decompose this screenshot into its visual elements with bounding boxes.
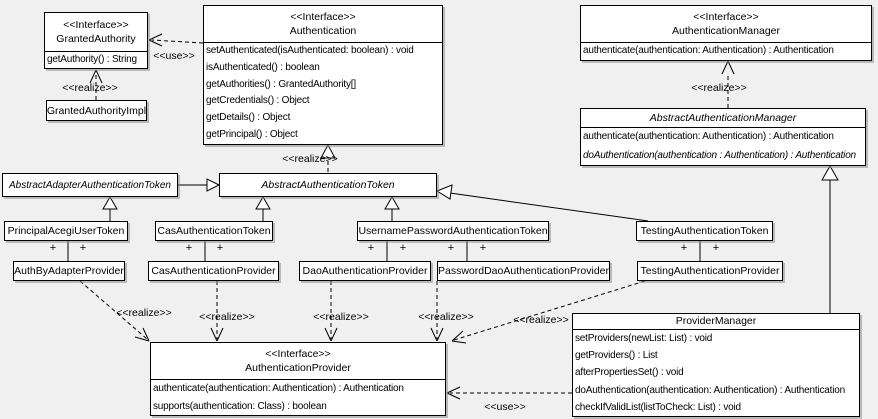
class-name: CasAuthenticationToken [157,225,271,237]
class-name: CasAuthenticationProvider [151,265,276,277]
multiplicity-plus: + [49,242,57,254]
class-method: getAuthorities() : GrantedAuthority[] [206,78,356,90]
realize-arrow-icon [324,327,338,342]
class-abstract-authentication-token[interactable]: AbstractAuthenticationToken [219,173,437,197]
class-cas-authentication-token[interactable]: CasAuthenticationToken [155,221,273,241]
realize-label: <<realize>> [418,311,474,323]
multiplicity-plus: + [680,242,688,254]
generalization-arrow-icon [821,164,839,181]
realize-label: <<realize>> [513,314,569,326]
class-granted-authority[interactable]: <<Interface>> GrantedAuthority getAuthor… [44,12,148,69]
class-method: setProviders(newList: List) : void [575,333,713,344]
class-method: checkIfValidList(listToCheck: List) : vo… [575,401,741,413]
class-method: doAuthentication(authentication : Authen… [583,149,856,161]
class-method: authenticate(authentication: Authenticat… [583,131,834,142]
generalization-arrow-icon [435,184,453,200]
class-testing-authentication-token[interactable]: TestingAuthenticationToken [636,221,773,241]
use-arrow-icon [446,386,461,400]
generalization-arrow-icon [206,178,221,192]
class-method: getCredentials() : Object [206,95,310,107]
class-method: getProviders() : List [575,350,658,362]
class-stereotype: <<Interface>> [693,11,759,23]
realize-arrow-icon [210,327,224,342]
class-cas-authentication-provider[interactable]: CasAuthenticationProvider [148,261,279,281]
realize-arrow-icon [430,327,444,342]
class-method: afterPropertiesSet() : void [575,367,684,379]
use-arrow-icon [148,33,163,47]
class-name: AbstractAuthenticationToken [261,179,395,191]
realize-label: <<realize>> [282,153,338,165]
class-authentication[interactable]: <<Interface>> Authentication setAuthenti… [203,5,443,145]
realize-label: <<realize>> [313,311,369,323]
use-line [151,39,204,44]
class-name: GrantedAuthority [56,33,136,45]
class-name: UsernamePasswordAuthenticationToken [358,225,548,237]
realize-label: <<realize>> [62,82,118,94]
class-name: PrincipalAcegiUserToken [7,225,125,237]
class-method: setAuthenticated(isAuthenticated: boolea… [206,45,414,56]
multiplicity-plus: + [479,242,487,254]
class-name: AbstractAuthenticationManager [649,112,797,124]
class-dao-authentication-provider[interactable]: DaoAuthenticationProvider [299,261,431,281]
class-name: ProviderManager [675,315,757,327]
class-stereotype: <<Interface>> [63,19,129,31]
class-name: TestingAuthenticationToken [640,225,769,237]
class-name: DaoAuthenticationProvider [302,265,428,277]
realize-arrow-icon [451,330,467,344]
class-name: AuthenticationProvider [245,362,351,374]
class-method: authenticate(authentication: Authenticat… [583,45,834,56]
realize-line [453,280,646,341]
class-authentication-provider[interactable]: <<Interface>> AuthenticationProvider aut… [150,342,446,416]
class-authentication-manager[interactable]: <<Interface>> AuthenticationManager auth… [580,5,872,61]
class-password-dao-authentication-provider[interactable]: PasswordDaoAuthenticationProvider [437,261,610,281]
multiplicity-plus: + [367,242,375,254]
use-label: <<use>> [484,401,526,413]
class-method: supports(authentication: Class) : boolea… [153,400,327,412]
realize-arrow-icon [134,327,150,342]
class-granted-authority-impl[interactable]: GrantedAuthorityImpl [46,100,147,121]
class-name: Authentication [289,25,357,37]
multiplicity-plus: + [712,242,720,254]
class-name: TestingAuthenticationProvider [640,265,780,277]
realize-arrow-icon [721,60,735,75]
multiplicity-plus: + [447,242,455,254]
use-label: <<use>> [153,50,195,62]
multiplicity-plus: + [79,242,87,254]
class-provider-manager[interactable]: ProviderManager setProviders(newList: Li… [572,313,860,417]
class-name: GrantedAuthorityImpl [46,104,147,117]
realize-label: <<realize>> [199,311,255,323]
class-stereotype: <<Interface>> [290,11,356,23]
class-method: authenticate(authentication: Authenticat… [153,383,404,394]
class-testing-authentication-provider[interactable]: TestingAuthenticationProvider [637,261,783,281]
class-name: AuthenticationManager [672,25,780,37]
multiplicity-plus: + [216,242,224,254]
realize-arrow-icon [89,69,103,84]
class-name: PasswordDaoAuthenticationProvider [438,265,610,277]
class-name: AbstractAdapterAuthenticationToken [9,179,171,191]
class-principal-acegi-user-token[interactable]: PrincipalAcegiUserToken [4,221,128,241]
generalization-arrow-icon [102,196,118,210]
class-method: doAuthentication(authentication: Authent… [575,384,845,396]
realize-line [79,280,148,340]
realize-label: <<realize>> [116,307,172,319]
class-name: AuthByAdapterProvider [14,265,124,277]
realize-arrow-icon [320,143,336,159]
generalization-arrow-icon [255,196,271,210]
multiplicity-plus: + [185,242,193,254]
class-username-password-authentication-token[interactable]: UsernamePasswordAuthenticationToken [357,221,549,241]
class-method: isAuthenticated() : boolean [206,61,320,73]
multiplicity-plus: + [399,242,407,254]
realize-label: <<realize>> [691,82,747,94]
class-abstract-authentication-manager[interactable]: AbstractAuthenticationManager authentica… [580,108,866,166]
class-method: getPrincipal() : Object [206,128,298,140]
generalization-arrow-icon [384,196,400,210]
class-method: getDetails() : Object [206,112,291,124]
class-stereotype: <<Interface>> [265,348,331,360]
class-abstract-adapter-authentication-token[interactable]: AbstractAdapterAuthenticationToken [2,173,178,197]
class-method: getAuthority() : String [47,54,137,65]
generalization-line [449,192,649,222]
class-auth-by-adapter-provider[interactable]: AuthByAdapterProvider [13,261,125,281]
